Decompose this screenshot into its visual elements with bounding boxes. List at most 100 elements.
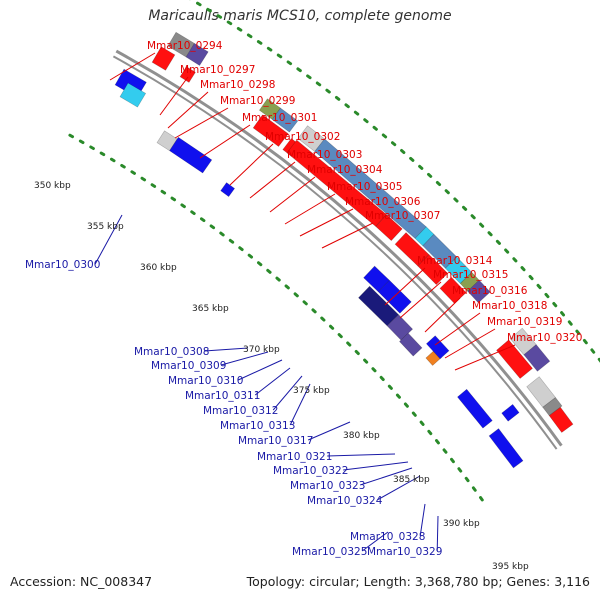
scale-labels: 350 kbp 355 kbp 360 kbp 365 kbp 370 kbp 375 k… <box>34 181 529 572</box>
reverse-gene-block <box>501 403 520 422</box>
reverse-gene-label: Mmar10_0311 <box>185 390 260 402</box>
reverse-gene-label: Mmar10_0312 <box>203 405 278 417</box>
backbone-outer-line <box>115 49 563 447</box>
forward-gene-leader <box>174 107 229 139</box>
forward-gene-label: Mmar10_0306 <box>345 196 421 208</box>
reverse-gene-label: Mmar10_0309 <box>151 360 226 372</box>
forward-gene-leader <box>249 161 296 199</box>
forward-gene-block <box>375 214 403 242</box>
reverse-gene-block <box>220 182 236 198</box>
forward-gene-label: Mmar10_0304 <box>307 164 383 176</box>
reverse-gene-block <box>425 335 450 360</box>
forward-gene-label: Mmar10_0315 <box>433 269 508 281</box>
forward-gene-label: Mmar10_0301 <box>242 112 317 124</box>
reverse-gene-leader <box>436 515 439 552</box>
forward-gene-block <box>179 66 196 83</box>
scale-label: 355 kbp <box>87 222 124 232</box>
forward-gene-block <box>271 107 299 133</box>
gene-labels: Mmar10_0294Mmar10_0297Mmar10_0298Mmar10_… <box>25 40 582 558</box>
forward-gene-label: Mmar10_0307 <box>365 210 440 222</box>
forward-gene-leader <box>384 267 426 306</box>
forward-gene-label: Mmar10_0305 <box>327 181 402 193</box>
forward-gene-label: Mmar10_0303 <box>287 149 362 161</box>
forward-gene-leader <box>399 281 442 319</box>
reverse-gene-leader <box>94 214 123 265</box>
reverse-gene-leader <box>221 351 269 366</box>
reverse-gene-block <box>457 388 493 429</box>
accession-text: Accession: NC_008347 <box>10 574 153 589</box>
forward-gene-label: Mmar10_0294 <box>147 40 223 52</box>
reverse-gene-leader <box>376 475 421 501</box>
reverse-gene-label: Mmar10_0322 <box>273 465 348 477</box>
forward-gene-block <box>151 46 176 71</box>
forward-gene-leader <box>434 312 481 346</box>
reverse-gene-label: Mmar10_0328 <box>350 531 425 543</box>
genome-backbone <box>112 49 563 450</box>
label-leader-lines <box>94 52 516 552</box>
forward-gene-label: Mmar10_0320 <box>507 332 582 344</box>
forward-gene-label: Mmar10_0319 <box>487 316 562 328</box>
reverse-gene-label: Mmar10_0310 <box>168 375 243 387</box>
forward-gene-label: Mmar10_0314 <box>417 255 493 267</box>
scale-label: 365 kbp <box>192 304 229 314</box>
forward-gene-block <box>185 42 209 66</box>
scale-label: 370 kbp <box>243 345 280 355</box>
forward-gene-label: Mmar10_0316 <box>452 285 528 297</box>
reverse-gene-label: Mmar10_0321 <box>257 451 332 463</box>
scale-label: 375 kbp <box>293 386 330 396</box>
tick-dot-lines <box>68 0 600 504</box>
forward-gene-leader <box>454 344 516 371</box>
reverse-gene-label: Mmar10_0325 <box>292 546 367 558</box>
forward-gene-leader <box>444 328 496 359</box>
reverse-gene-label: Mmar10_0329 <box>367 546 442 558</box>
forward-gene-label: Mmar10_0318 <box>472 300 547 312</box>
reverse-gene-leader <box>272 375 303 411</box>
reverse-gene-label: Mmar10_0300 <box>25 259 100 271</box>
reverse-gene-leader <box>254 367 291 396</box>
forward-gene-block <box>496 339 533 379</box>
forward-gene-block <box>523 344 551 372</box>
reverse-gene-block <box>488 428 524 469</box>
reverse-gene-label: Mmar10_0317 <box>238 435 313 447</box>
forward-gene-block <box>548 406 574 433</box>
reverse-gene-block <box>399 332 423 357</box>
scale-label: 395 kbp <box>492 562 529 572</box>
reverse-gene-leader <box>289 383 311 426</box>
forward-gene-leader <box>424 297 461 333</box>
forward-gene-leader <box>167 91 209 129</box>
scale-label: 380 kbp <box>343 431 380 441</box>
reverse-gene-block <box>377 279 412 314</box>
topology-summary: Topology: circular; Length: 3,368,780 bp… <box>246 574 590 589</box>
reverse-gene-leader <box>204 347 249 352</box>
reverse-gene-label: Mmar10_0323 <box>290 480 365 492</box>
reverse-gene-leader <box>237 359 283 381</box>
reverse-gene-block <box>169 136 213 174</box>
reverse-gene-label: Mmar10_0313 <box>220 420 295 432</box>
reverse-gene-leader <box>360 467 413 486</box>
reverse-gene-block <box>119 82 147 108</box>
reverse-gene-label: Mmar10_0324 <box>307 495 383 507</box>
forward-gene-leader <box>299 208 354 237</box>
forward-gene-leader <box>229 143 274 186</box>
scale-label: 350 kbp <box>34 181 71 191</box>
backbone-inner-line <box>112 55 558 450</box>
forward-gene-block <box>439 276 467 304</box>
forward-gene-leader <box>109 52 156 81</box>
scale-label: 385 kbp <box>393 475 430 485</box>
reverse-gene-leader <box>343 461 409 471</box>
reverse-gene-label: Mmar10_0308 <box>134 346 209 358</box>
reverse-gene-block <box>386 314 414 341</box>
forward-gene-leader <box>159 76 189 116</box>
gene-features <box>114 31 574 469</box>
scale-label: 360 kbp <box>140 263 177 273</box>
forward-gene-leader <box>269 176 316 213</box>
forward-gene-label: Mmar10_0302 <box>265 131 340 143</box>
map-title: Maricaulis maris MCS10, complete genome <box>148 8 452 24</box>
forward-gene-label: Mmar10_0297 <box>180 64 255 76</box>
forward-gene-label: Mmar10_0299 <box>220 95 295 107</box>
forward-gene-block <box>542 397 563 417</box>
tick-dot-ring-1 <box>189 0 600 363</box>
forward-gene-block <box>252 114 289 147</box>
